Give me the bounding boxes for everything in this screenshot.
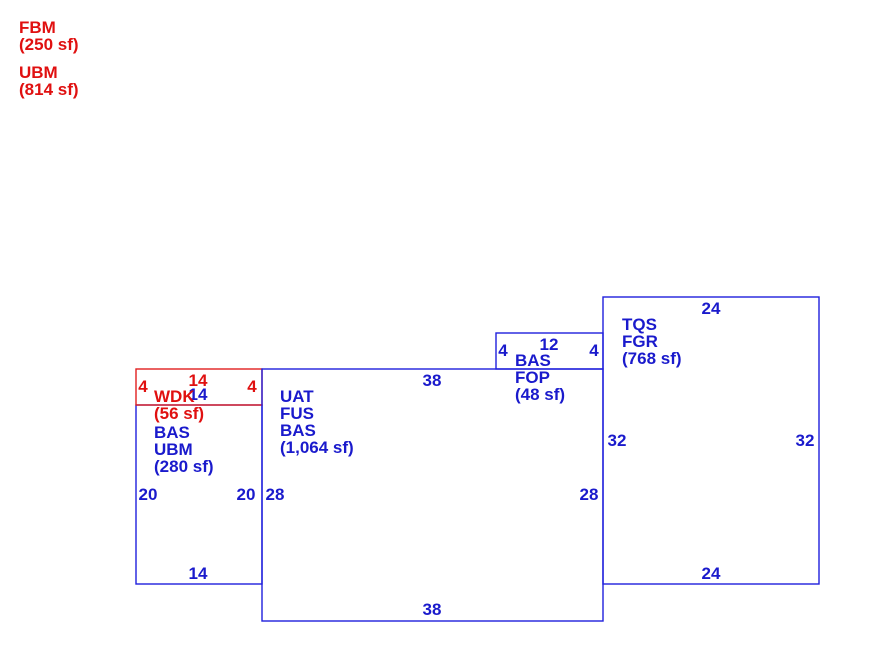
main-area-label-2: FUS: [280, 404, 314, 423]
main-area-dim-right: 28: [580, 485, 599, 504]
left-area-dim-bottom: 14: [189, 564, 208, 583]
porch-dim-right: 4: [589, 341, 599, 360]
main-area-label-4: (1,064 sf): [280, 438, 354, 457]
right-area-dim-top: 24: [702, 299, 721, 318]
porch-label-2: FOP: [515, 368, 550, 387]
right-area-dim-right: 32: [796, 431, 815, 450]
right-area-dim-left: 32: [608, 431, 627, 450]
left-area-label-3: (280 sf): [154, 457, 214, 476]
left-area-label-2: UBM: [154, 440, 193, 459]
right-area-dim-bottom: 24: [702, 564, 721, 583]
right-area-outline: [602, 296, 820, 585]
wood-deck-dim-top: 14: [189, 371, 208, 390]
wood-deck-dim-right: 4: [247, 377, 257, 396]
main-area-label-3: BAS: [280, 421, 316, 440]
main-area-dim-left: 28: [266, 485, 285, 504]
left-area-dim-left: 20: [139, 485, 158, 504]
right-area-label-2: FGR: [622, 332, 658, 351]
right-area-label-3: (768 sf): [622, 349, 682, 368]
summary-area-1: (250 sf): [19, 35, 79, 54]
wood-deck-dim-left: 4: [138, 377, 148, 396]
porch-dim-left: 4: [498, 341, 508, 360]
left-area-dim-top: 14: [189, 385, 208, 404]
wood-deck-label-2: (56 sf): [154, 404, 204, 423]
porch-dim-top: 12: [540, 335, 559, 354]
summary-area-2: (814 sf): [19, 80, 79, 99]
wood-deck-label-1: WDK: [154, 387, 195, 406]
left-area-label-1: BAS: [154, 423, 190, 442]
right-area-label-1: TQS: [622, 315, 657, 334]
main-area-dim-top: 38: [423, 371, 442, 390]
summary-code-2: UBM: [19, 63, 58, 82]
porch-label-3: (48 sf): [515, 385, 565, 404]
porch-label-1: BAS: [515, 351, 551, 370]
left-area-dim-right: 20: [237, 485, 256, 504]
summary-code-1: FBM: [19, 18, 56, 37]
main-area-label-1: UAT: [280, 387, 314, 406]
main-area-dim-bottom: 38: [423, 600, 442, 619]
